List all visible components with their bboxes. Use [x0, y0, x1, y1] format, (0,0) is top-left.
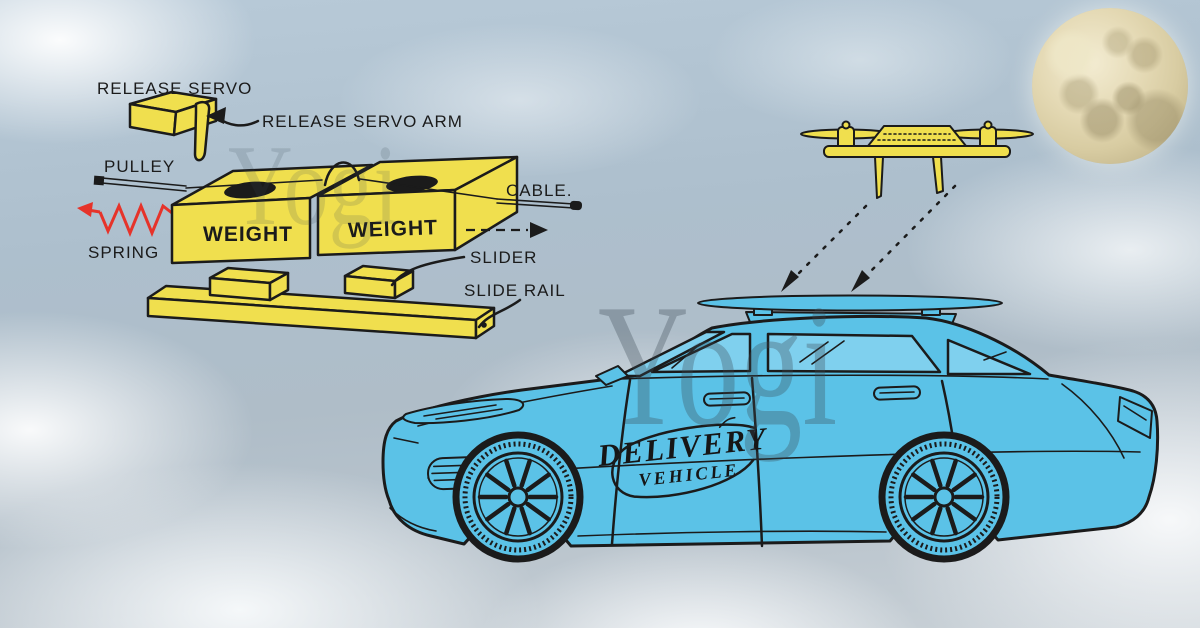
- release-servo-arm-shape: [193, 101, 211, 162]
- car-windows: [616, 330, 1032, 378]
- bumper-lip: [389, 507, 437, 532]
- headlight: [402, 398, 525, 425]
- drone-right-rotor-hub: [983, 120, 993, 130]
- rocker-line: [577, 530, 887, 537]
- tail-light: [1117, 396, 1153, 439]
- release-servo-assembly: [128, 90, 218, 162]
- grille-slit: [393, 437, 419, 444]
- side-mirror: [595, 365, 629, 386]
- weight-right-label: WEIGHT: [348, 216, 439, 242]
- spring-label: SPRING: [88, 243, 159, 262]
- slide-rail-label: SLIDE RAIL: [464, 281, 566, 300]
- release-mechanism-diagram: WEIGHT WEIGHT: [77, 79, 583, 340]
- moon-image: [1032, 8, 1188, 164]
- slide-rail-assembly: [146, 264, 496, 340]
- cable-label: CABLE.: [506, 181, 572, 200]
- mid-door-seam: [750, 376, 764, 548]
- weight-right-box: WEIGHT: [316, 155, 519, 257]
- motion-arrow: [466, 222, 548, 238]
- slider-block-2: [343, 264, 415, 300]
- release-servo-arm-label: RELEASE SERVO ARM: [262, 112, 463, 131]
- emblem-swoosh: [611, 423, 756, 499]
- slider-label: SLIDER: [470, 248, 537, 267]
- drone-left-leg: [874, 156, 884, 199]
- cable-line: [185, 161, 583, 211]
- drone-arm-bar: [823, 145, 1011, 158]
- door-handles: [703, 385, 921, 407]
- pulley-rod: [93, 175, 187, 192]
- label-connectors: [206, 107, 522, 329]
- front-wheel: [456, 435, 580, 559]
- drone-body: [867, 125, 967, 147]
- trunk-seam: [1061, 383, 1125, 459]
- pulley-label: PULLEY: [104, 157, 175, 176]
- drone-illustration: [800, 120, 1034, 199]
- slider-block-1: [208, 266, 290, 302]
- emblem-flourish: [718, 416, 736, 429]
- front-door-seam: [610, 378, 632, 546]
- weight-left-box: WEIGHT: [170, 163, 374, 265]
- drone-right-leg: [932, 156, 944, 194]
- descent-path-arrows: [781, 184, 957, 292]
- delivery-car-illustration: DELIVERY VEHICLE: [381, 294, 1160, 560]
- release-servo-label: RELEASE SERVO: [97, 79, 252, 98]
- rear-wheel: [882, 435, 1006, 559]
- weight-left-label: WEIGHT: [203, 223, 293, 246]
- beltline: [619, 374, 1049, 380]
- spring-coil: [77, 202, 173, 237]
- drone-left-rotor-hub: [841, 120, 851, 130]
